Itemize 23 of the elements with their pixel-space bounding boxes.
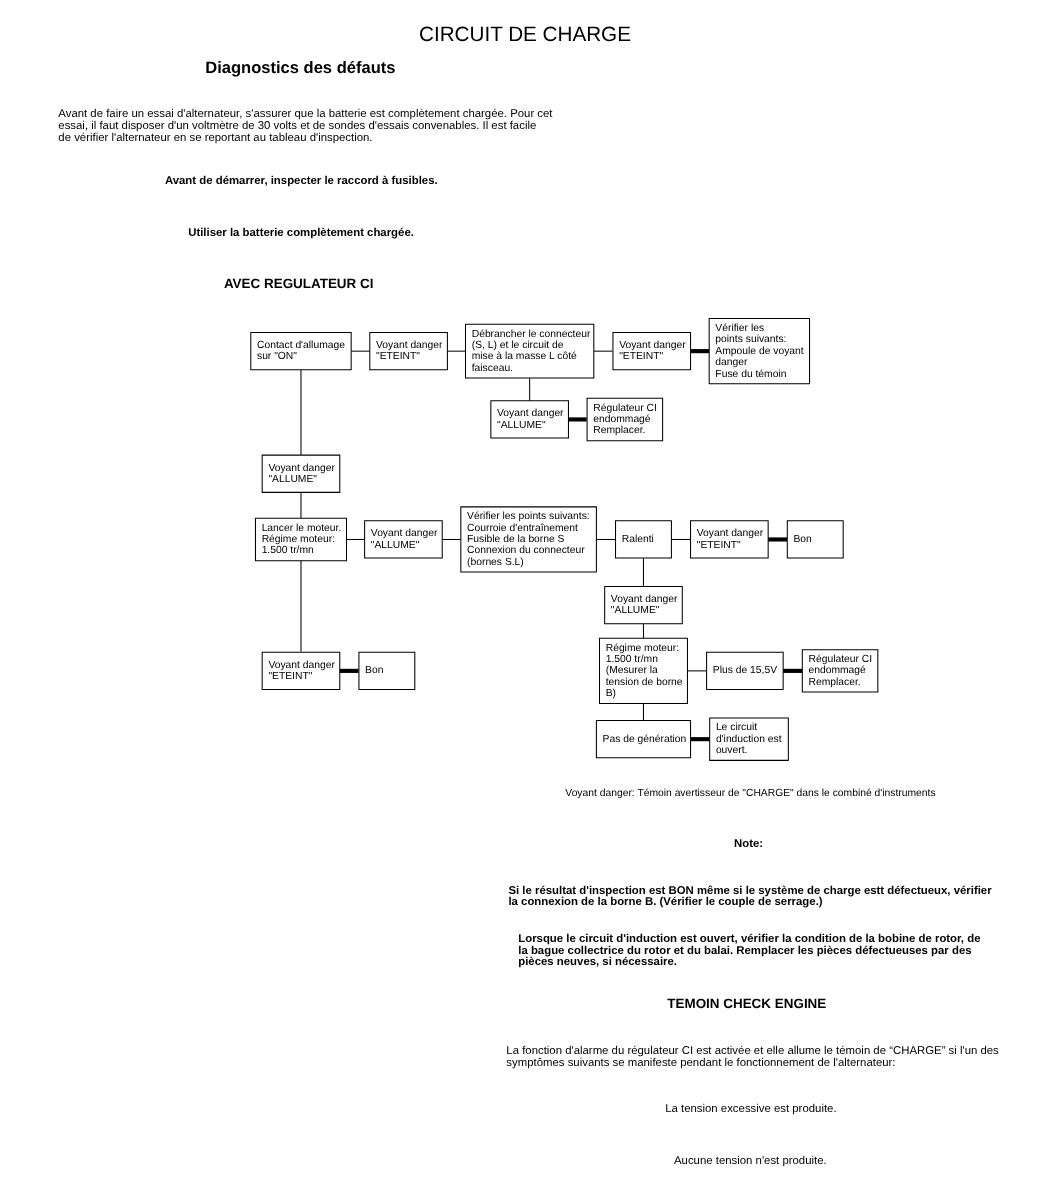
- connector: [593, 350, 614, 352]
- connector: [596, 538, 616, 540]
- connector: [568, 417, 587, 422]
- connector: [300, 560, 302, 653]
- diagram-title: CIRCUIT DE CHARGE: [419, 25, 631, 48]
- connector: [447, 350, 466, 352]
- label: Diagnostics des défauts: [205, 59, 396, 78]
- connector: [642, 623, 644, 639]
- connector: [687, 670, 708, 672]
- connector: [529, 377, 531, 402]
- connector: [442, 538, 462, 540]
- connector: [642, 702, 644, 722]
- connector: [783, 668, 803, 673]
- connector: [300, 369, 302, 456]
- connector: [671, 538, 691, 540]
- connector: [350, 350, 371, 352]
- connector: [300, 492, 302, 519]
- connector: [642, 557, 644, 588]
- connector: [690, 349, 710, 354]
- connector: [339, 668, 359, 673]
- connector: [346, 538, 365, 540]
- connector: [690, 737, 710, 742]
- connector: [768, 537, 787, 542]
